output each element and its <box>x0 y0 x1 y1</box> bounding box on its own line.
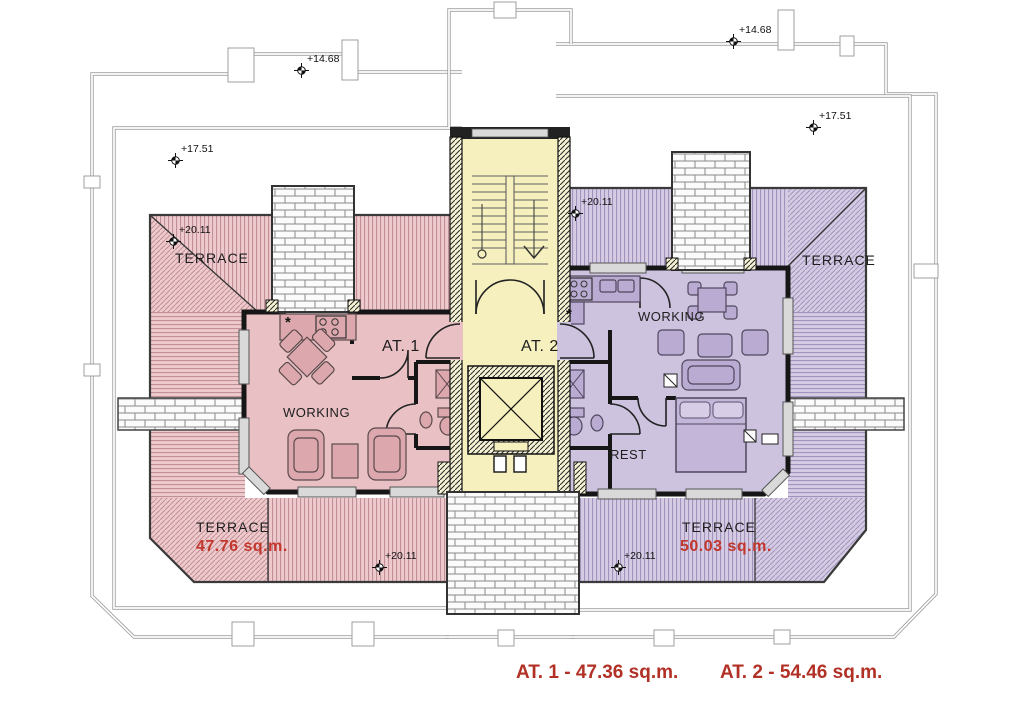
dining-set-1 <box>278 328 336 386</box>
dining-set-2 <box>687 281 738 320</box>
kitchen-2 <box>561 275 641 325</box>
apartment-2 <box>560 262 794 500</box>
elevator <box>467 365 555 473</box>
central-brick-block <box>446 491 580 615</box>
roof-dormer-tabs <box>83 1 939 647</box>
apartment-1 <box>238 306 459 498</box>
roof-outline <box>83 1 939 647</box>
living-room-1-furniture <box>287 427 407 481</box>
staircase <box>472 175 548 265</box>
chimneys <box>265 151 757 313</box>
stairwell-double-door <box>475 279 545 315</box>
stairwell-core <box>425 127 595 495</box>
apartment-entry-doors <box>425 322 595 360</box>
bed <box>675 397 747 473</box>
living-room-2-furniture <box>657 329 769 391</box>
